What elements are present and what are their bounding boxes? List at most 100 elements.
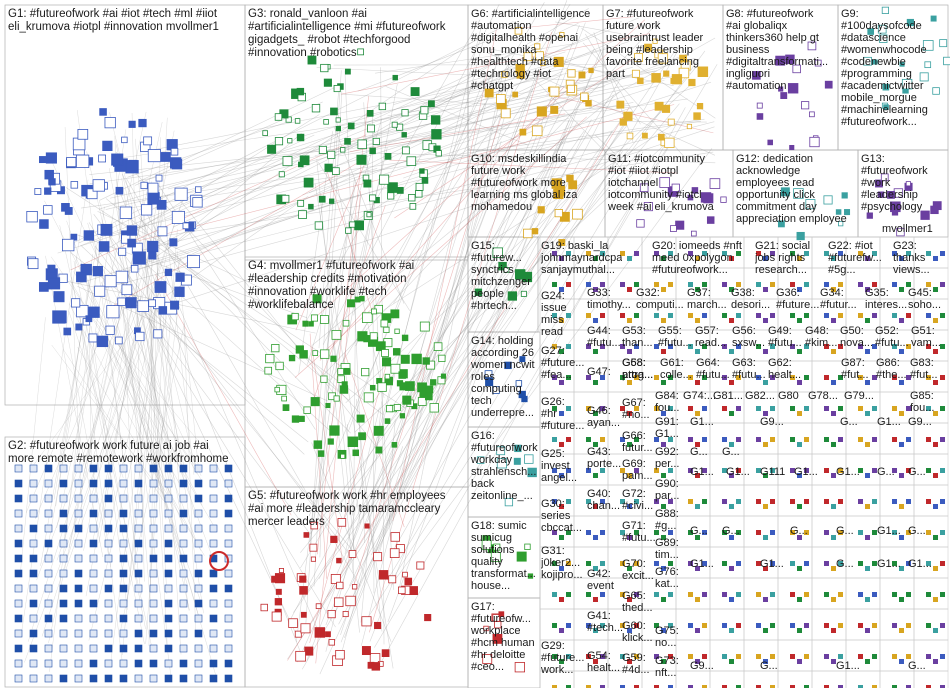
edge [372,113,375,594]
vertex [770,623,775,628]
group-label-g20: G20: iomeeds #nft meed 0xpolygon #future… [652,240,742,276]
vertex [331,329,342,340]
vertex [858,499,863,504]
vertex [492,386,500,394]
edge [20,179,89,637]
vertex [209,629,218,638]
vertex [399,382,408,391]
vertex [474,288,483,296]
edge [101,281,217,677]
vertex [797,287,802,292]
edge [152,67,568,151]
vertex [789,144,795,151]
edge [393,51,566,105]
vertex [770,375,775,380]
vertex [824,499,829,504]
vertex [668,282,673,287]
vertex [320,63,329,73]
vertex [933,318,938,323]
edge [114,86,605,160]
vertex [194,479,203,488]
vertex [722,437,727,442]
vertex [408,194,416,202]
vertex [600,437,605,442]
vertex [620,530,625,535]
group-label-g12: G12: dedication acknowledge employees re… [736,153,847,225]
vertex [134,479,143,488]
vertex [702,344,707,349]
vertex [14,539,23,548]
vertex [778,86,784,92]
vertices [14,6,950,688]
vertex [586,623,591,628]
vertex [687,194,694,201]
vertex [323,119,329,125]
vertex [899,61,905,67]
vertex [668,251,673,256]
vertex [179,524,188,533]
vertex [790,623,795,628]
vertex [872,251,877,256]
vertex [164,614,173,623]
edge [40,242,98,566]
vertex [333,395,340,402]
vertex [678,67,690,79]
vertex [722,623,727,628]
vertex [899,504,904,509]
vertex [679,54,687,63]
vertex [892,530,897,535]
edge [338,95,614,625]
vertex [838,685,843,688]
vertex [417,397,427,406]
vertex [593,287,598,292]
vertex [770,406,775,411]
vertex [147,182,159,194]
vertex [294,630,302,638]
vertex [763,659,768,664]
vertex [340,453,346,459]
vertex [654,654,659,659]
vertex [797,256,802,261]
edge [109,112,198,475]
vertex [260,603,268,612]
edge [338,102,634,157]
vertex [770,282,775,287]
vertex [179,494,188,503]
group-label-g41: G41: #tech... [587,610,624,634]
edge [309,364,387,644]
group-label-g91: G91: G1... [655,416,679,440]
vertex [303,177,314,188]
vertex [44,584,53,593]
vertex [770,530,775,535]
vertex [702,468,707,473]
vertex [504,361,512,370]
vertex [600,375,605,380]
vertex [729,504,734,509]
vertex [804,592,809,597]
vertex [394,328,400,334]
edge [324,164,372,310]
vertex [14,569,23,578]
vertex [44,494,53,503]
vertex [149,614,158,623]
vertex [296,133,305,142]
vertex [566,592,571,597]
vertex [29,569,38,578]
vertex [729,442,734,447]
vertex [763,628,768,633]
vertex [844,209,851,216]
vertex [74,494,83,503]
vertex [722,561,727,566]
vertex [702,623,707,628]
vertex [593,349,598,354]
vertex [381,649,390,657]
vertex [668,654,673,659]
vertex [770,561,775,566]
edge [555,21,622,34]
vertex [118,247,127,256]
edge [77,347,205,556]
vertex [430,379,437,386]
edge [322,4,500,345]
vertex [224,584,233,593]
vertex [586,530,591,535]
